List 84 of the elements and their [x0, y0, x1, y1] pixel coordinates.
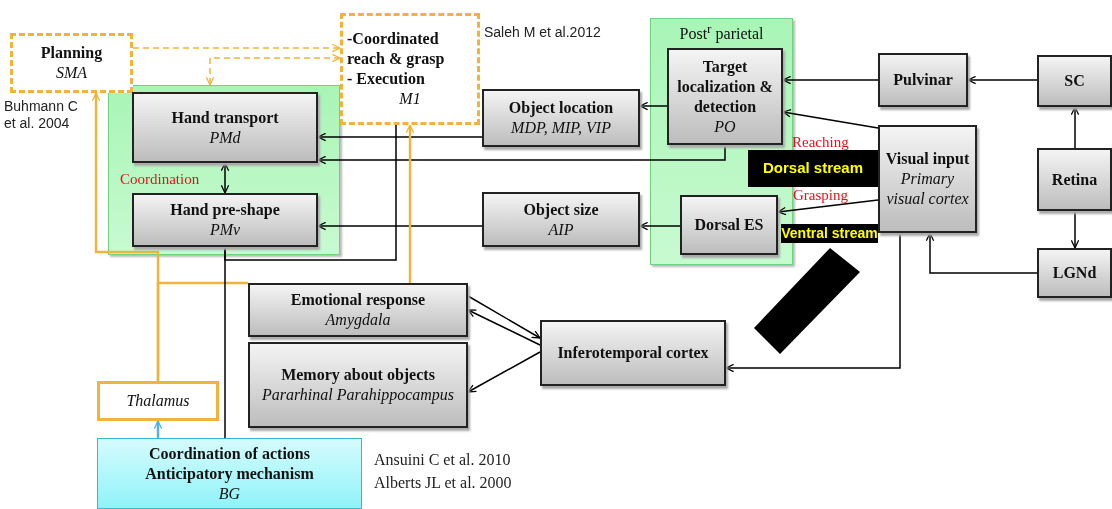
box-subtitle: PO [714, 116, 736, 137]
stream-label: Ventral stream [781, 224, 878, 243]
process-box [540, 320, 726, 386]
process-box [1037, 55, 1112, 107]
box-subtitle: PMd [209, 127, 241, 148]
box-title: Visual input [885, 149, 970, 169]
box-title: LGNd [1052, 263, 1097, 283]
process-box [482, 89, 640, 147]
process-box [97, 438, 362, 509]
arrow [1070, 106, 1080, 149]
box-title: - Execution [347, 69, 425, 89]
arrow [782, 75, 879, 85]
arrow [317, 221, 483, 231]
connector-line [156, 281, 248, 381]
region-heading: Post$^{r}$ parietal [679, 21, 764, 45]
arrow [967, 75, 1038, 85]
box-title: -Coordinated reach & grasp [347, 29, 446, 69]
box-title: Coordination of actions [149, 443, 310, 464]
arrow [220, 162, 230, 194]
process-box [667, 48, 783, 145]
process-box [680, 195, 778, 255]
box-subtitle: PMv [209, 220, 241, 240]
connector-line [224, 124, 397, 261]
box-title: Dorsal ES [694, 215, 764, 235]
edge-label: Coordination [120, 170, 200, 188]
box-title: Inferotemporal cortex [557, 343, 709, 363]
box-subtitle: MDP, MIP, VIP [511, 118, 611, 138]
arrow [639, 101, 668, 111]
process-box [878, 53, 968, 107]
box-title: Target localization & detection [676, 56, 774, 117]
arrow [132, 43, 341, 53]
process-box [482, 192, 640, 247]
process-box [97, 381, 219, 421]
box-subtitle: Pararhinal Parahippocampus [261, 385, 455, 405]
arrow [317, 132, 483, 142]
region-panel [108, 85, 340, 255]
process-box [132, 193, 318, 247]
box-title: SC [1064, 71, 1085, 91]
box-subtitle: SMA [55, 63, 88, 83]
box-title: Object size [523, 199, 599, 220]
box-title: Object location [508, 98, 614, 118]
arrow [467, 309, 541, 346]
arrow [925, 232, 1038, 274]
box-title: Memory about objects [281, 365, 435, 385]
process-box [1037, 248, 1112, 298]
stream-label: Dorsal stream [762, 159, 864, 178]
edge-label: Grasping [793, 186, 848, 204]
process-box [878, 125, 977, 233]
process-box [132, 92, 318, 163]
citation-text: Buhmann C et al. 2004 [4, 98, 79, 132]
box-title: Emotional response [290, 290, 426, 310]
arrow [153, 420, 163, 438]
stream-band [752, 246, 862, 356]
arrow [639, 221, 681, 231]
arrow [725, 232, 901, 373]
box-subtitle: Amygdala [325, 310, 391, 330]
arrow [405, 124, 415, 283]
dashed-box [340, 13, 480, 125]
process-box [1037, 148, 1112, 211]
stream-band [748, 150, 878, 187]
box-title: Anticipatory mechanism [145, 463, 314, 484]
box-subtitle: M1 [399, 89, 421, 109]
box-title: Pulvinar [893, 70, 953, 90]
process-box [248, 342, 468, 428]
arrow [777, 199, 879, 216]
citation-text: Ansuini C et al. 2010 [374, 450, 512, 470]
box-subtitle: Primary visual cortex [885, 169, 970, 209]
box-title: Retina [1051, 169, 1098, 190]
dashed-box [10, 33, 133, 93]
box-title: Planning [40, 43, 103, 63]
box-subtitle: Thalamus [126, 391, 190, 411]
box-subtitle: BG [218, 483, 241, 504]
arrow [317, 144, 726, 165]
arrow [1070, 210, 1080, 249]
box-title: Hand pre-shape [170, 200, 280, 220]
arrow [467, 351, 541, 393]
citation-text: Alberts JL et al. 2000 [374, 473, 513, 493]
arrow [205, 53, 341, 86]
process-box [248, 283, 468, 337]
arrow [782, 109, 879, 129]
citation-text: Saleh M et al.2012 [484, 24, 602, 41]
arrow [467, 295, 541, 339]
box-title: Hand transport [171, 107, 279, 128]
box-subtitle: AIP [548, 219, 574, 240]
